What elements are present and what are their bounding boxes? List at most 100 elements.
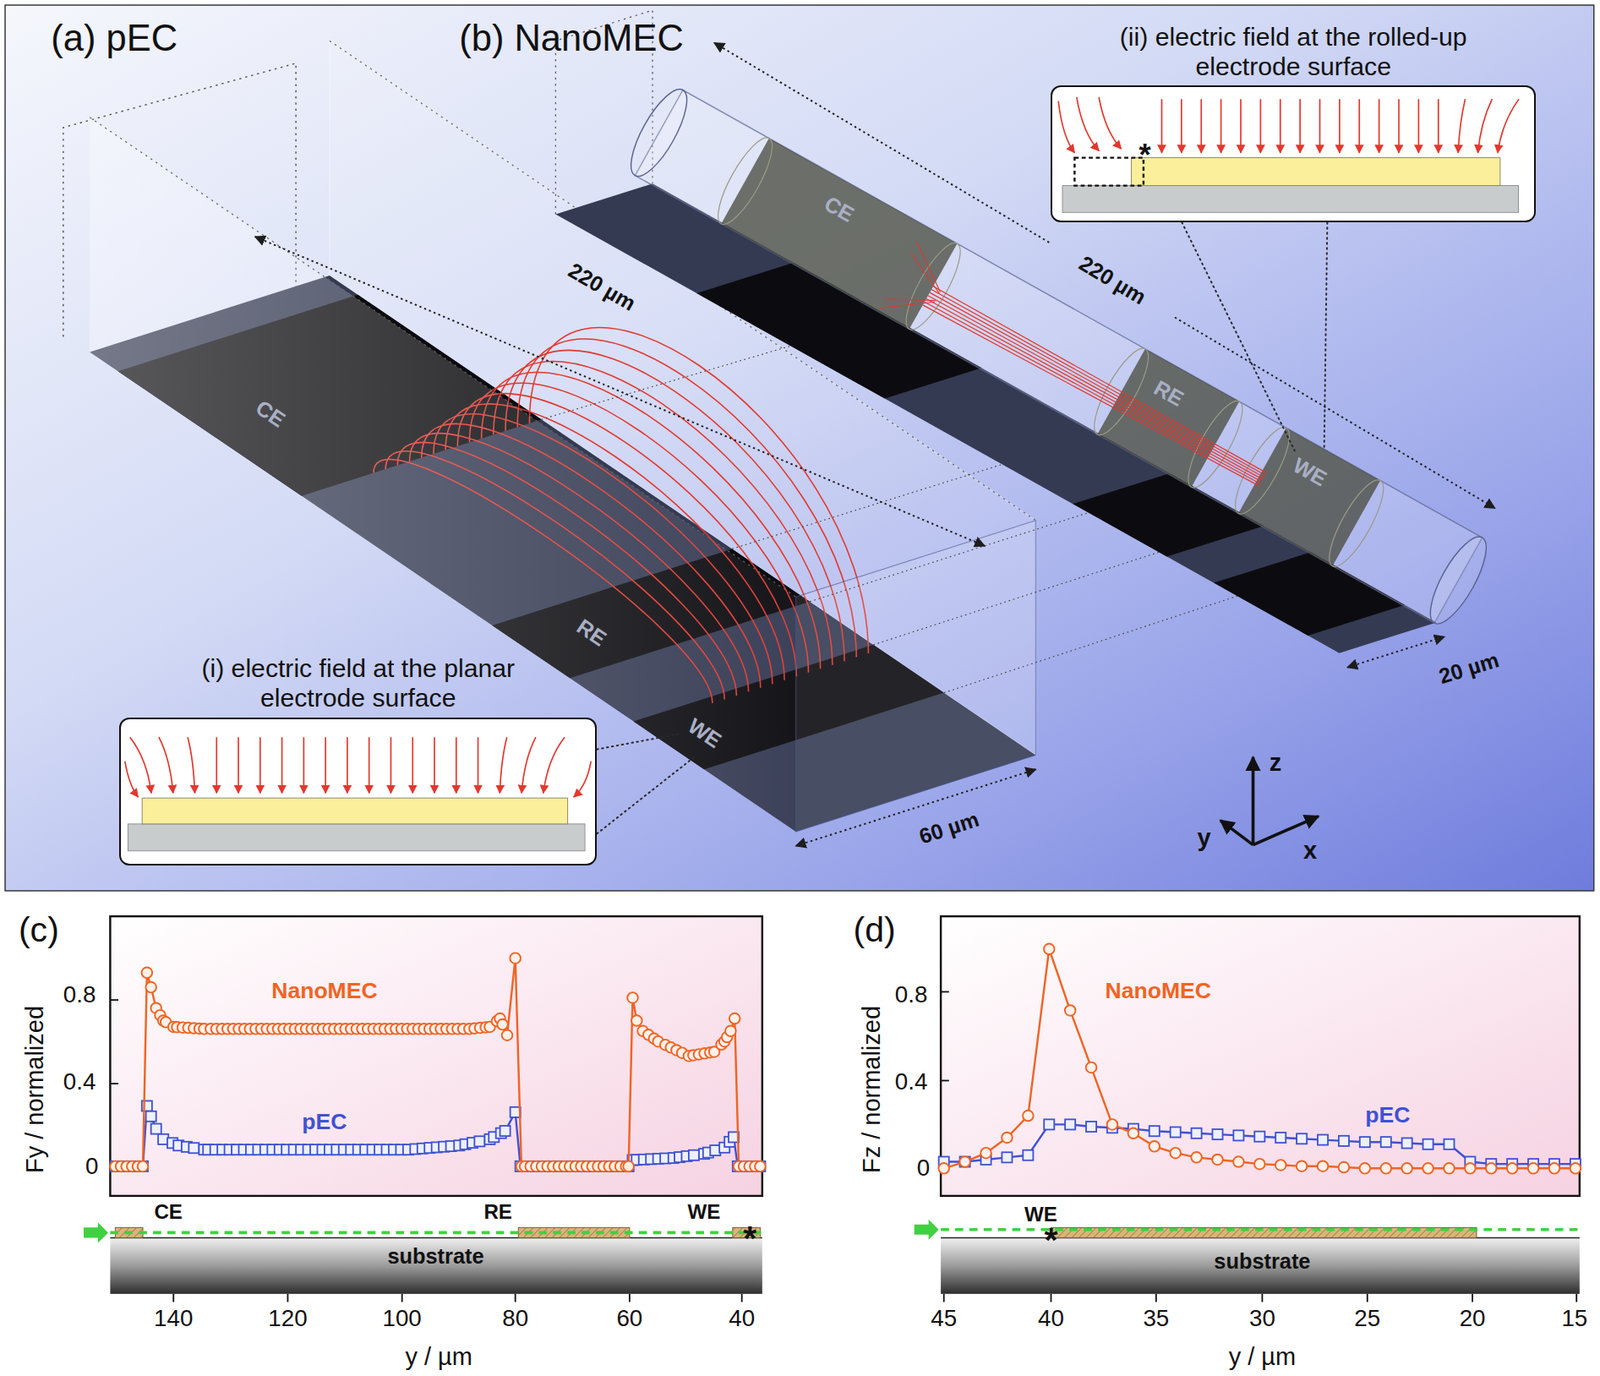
data-marker xyxy=(1086,1121,1097,1132)
data-marker xyxy=(1464,1163,1476,1175)
field-arrow xyxy=(455,737,458,793)
data-series xyxy=(109,952,766,1172)
data-marker xyxy=(1212,1154,1224,1166)
dashed-region xyxy=(1075,158,1145,186)
data-marker xyxy=(496,1019,508,1031)
data-marker xyxy=(1317,1160,1329,1172)
substrate-band xyxy=(940,1237,1580,1294)
data-marker xyxy=(1381,1136,1392,1147)
data-marker xyxy=(1022,1150,1033,1161)
data-marker xyxy=(1401,1163,1413,1175)
field-arrow xyxy=(281,737,284,793)
field-arrow xyxy=(1076,97,1099,152)
electrode-name: CE xyxy=(153,1201,183,1224)
data-marker xyxy=(1296,1160,1308,1172)
electrode-layer xyxy=(1131,158,1501,186)
tick-mark xyxy=(628,1294,631,1303)
inset-box xyxy=(1050,85,1535,223)
data-marker xyxy=(141,967,153,979)
tick-label: 15 xyxy=(1561,1305,1588,1333)
tick-label: 0 xyxy=(85,1153,99,1180)
data-marker xyxy=(1317,1135,1328,1146)
field-arrow xyxy=(573,760,591,797)
tick-mark xyxy=(287,1294,290,1303)
cut-line xyxy=(940,1228,1580,1232)
field-line xyxy=(929,292,1264,477)
data-marker xyxy=(688,1150,699,1161)
data-marker xyxy=(474,1135,485,1147)
data-marker xyxy=(960,1157,971,1168)
field-line xyxy=(931,289,1266,476)
dimension-arrow xyxy=(796,769,1037,847)
data-marker xyxy=(509,952,521,964)
tick-mark xyxy=(1366,1294,1369,1303)
axis-title: y / µm xyxy=(404,1343,472,1371)
axis-name: y xyxy=(1197,824,1212,852)
data-marker xyxy=(1149,1141,1161,1153)
tick-label: 20 xyxy=(1459,1305,1486,1333)
axis-name: x xyxy=(1303,837,1317,865)
series-line xyxy=(114,1105,760,1166)
field-arrow xyxy=(521,737,536,793)
data-marker xyxy=(1570,1163,1582,1175)
panel-label: (c) xyxy=(18,911,60,950)
data-marker xyxy=(1443,1163,1455,1175)
data-marker xyxy=(1528,1163,1540,1175)
data-marker xyxy=(959,1156,971,1168)
field-arrow xyxy=(1478,99,1493,154)
field-arrow xyxy=(125,760,139,797)
marker-star: * xyxy=(742,1219,757,1258)
data-marker xyxy=(1086,1062,1098,1074)
data-marker xyxy=(1022,1110,1034,1122)
cut-arrow xyxy=(83,1222,109,1243)
data-marker xyxy=(1254,1158,1266,1170)
inset-panel: (ii) electric field at the rolled-up ele… xyxy=(1050,22,1535,223)
field-arrow xyxy=(368,737,371,793)
data-marker xyxy=(1001,1152,1012,1163)
field-arrow xyxy=(1418,99,1420,154)
electrode-name: RE xyxy=(483,1201,513,1224)
tick-label: 80 xyxy=(502,1305,529,1333)
dimension-arrow xyxy=(1174,317,1496,509)
tick-label: 0 xyxy=(917,1155,930,1182)
tick-label: 35 xyxy=(1142,1305,1169,1333)
field-arrow xyxy=(1319,99,1322,154)
data-marker xyxy=(1064,1119,1076,1130)
tick-label: 40 xyxy=(728,1305,755,1333)
tick-mark xyxy=(172,1294,175,1303)
tick-label: 40 xyxy=(1037,1305,1065,1333)
dotted-guide xyxy=(731,464,1003,549)
data-marker xyxy=(1507,1163,1519,1175)
substrate-label: substrate xyxy=(1213,1250,1311,1274)
data-marker xyxy=(1043,1119,1054,1130)
field-arrow xyxy=(1497,99,1519,154)
series-label: pEC xyxy=(1365,1103,1410,1128)
tick-mark xyxy=(109,1082,119,1085)
tube-end xyxy=(620,81,697,184)
field-arrow xyxy=(158,737,174,793)
substrate-label: substrate xyxy=(387,1245,484,1269)
data-marker xyxy=(1423,1139,1434,1150)
series-line xyxy=(114,958,760,1167)
data-marker xyxy=(500,1125,511,1136)
data-marker xyxy=(631,1015,643,1027)
data-marker xyxy=(1443,1139,1454,1150)
axis-title: Fy / normalized xyxy=(21,1005,50,1174)
tick-label: 60 xyxy=(616,1305,643,1333)
substrate-layer xyxy=(128,824,586,852)
data-marker xyxy=(145,982,157,994)
device-floor xyxy=(555,183,1437,653)
tube-ring xyxy=(709,131,782,231)
data-marker xyxy=(754,1161,766,1173)
field-arrow xyxy=(1437,99,1440,154)
panel-label: (b) NanoMEC xyxy=(458,18,684,60)
data-marker xyxy=(1338,1135,1349,1147)
field-arrow xyxy=(1201,99,1203,154)
marker-star: * xyxy=(1139,138,1152,173)
field-arrow xyxy=(1359,99,1361,154)
series-label: NanoMEC xyxy=(1105,979,1212,1005)
tick-mark xyxy=(940,1080,950,1082)
panel-label: (d) xyxy=(853,911,896,950)
tick-mark xyxy=(940,991,950,994)
data-marker xyxy=(1191,1128,1202,1139)
